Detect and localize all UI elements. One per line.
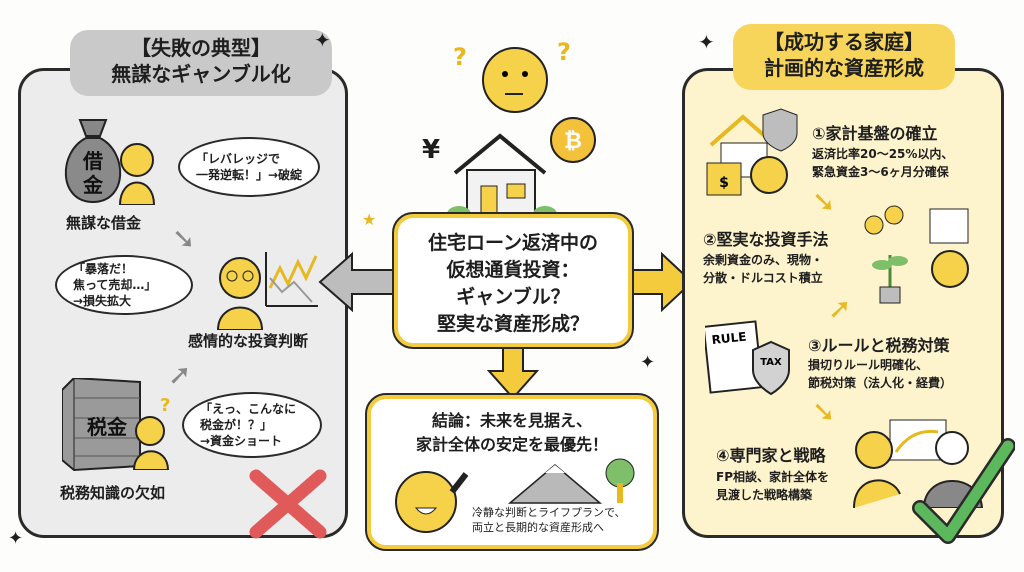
speech-bubble-tax: 「えっ、こんなに税金が！？」→資金ショート <box>182 392 322 458</box>
mountain-tree-icon <box>507 458 635 504</box>
label-reckless-debt: 無謀な借金 <box>66 214 142 232</box>
sparkle-icon: ✦ <box>314 28 331 52</box>
house-shield-icon: $ <box>706 108 798 196</box>
step-4-desc: FP相談、家計全体を見渡した戦略構築 <box>716 470 829 502</box>
step-1-title: ①家計基盤の確立 <box>812 124 938 143</box>
speech-bubble-leverage: 「レバレッジで一発逆転！」→破綻 <box>178 137 320 197</box>
arrow-down-right-icon: ➘ <box>172 222 196 255</box>
label-lack-tax-knowledge: 税務知識の欠如 <box>60 484 166 502</box>
green-check-icon <box>912 438 1015 544</box>
svg-text:借: 借 <box>82 149 103 173</box>
arrow-left-gray <box>318 251 399 313</box>
svg-text:?: ? <box>557 38 571 66</box>
step-3-title: ③ルールと税務対策 <box>808 336 950 355</box>
step-1-desc: 返済比率20〜25%以内、緊急資金3〜6ヶ月分確保 <box>812 147 954 179</box>
panicked-person-icon <box>216 257 264 330</box>
svg-text:$: $ <box>719 175 729 191</box>
svg-text:₿: ₿ <box>564 129 582 154</box>
arrow-step-1-2-icon: ➘ <box>812 185 836 218</box>
sparkle-icon: ✦ <box>640 352 656 373</box>
arrow-down-yellow <box>487 346 539 400</box>
confused-person-icon: ? <box>132 395 170 470</box>
svg-text:?: ? <box>453 43 467 71</box>
yen-icon: ¥ <box>422 135 441 165</box>
svg-text:TAX: TAX <box>760 357 782 368</box>
svg-text:金: 金 <box>82 173 104 197</box>
happy-pointing-person-icon <box>395 471 468 533</box>
arrow-down-left-icon: ➚ <box>168 358 192 391</box>
sparkle-icon: ✦ <box>698 30 715 54</box>
label-emotional-decision: 感情的な投資判断 <box>188 332 309 350</box>
coins-plant-calendar-icon <box>864 205 969 304</box>
star-icon: ★ <box>362 210 377 229</box>
svg-text:税金: 税金 <box>87 415 128 439</box>
house-icon <box>447 133 557 222</box>
central-question-box: 住宅ローン返済中の仮想通貨投資：ギャンブル？堅実な資産形成？ <box>392 212 634 349</box>
step-2-title: ②堅実な投資手法 <box>703 230 829 249</box>
volatile-chart-icon <box>265 252 318 307</box>
svg-text:RULE: RULE <box>711 330 747 348</box>
speech-bubble-crash: 「暴落だ！焦って売却…」→損失拡大 <box>55 255 193 315</box>
rule-tax-icon: RULE TAX <box>705 320 790 396</box>
step-2-desc: 余剰資金のみ、現物・分散・ドルコスト積立 <box>703 253 824 285</box>
red-cross-icon <box>249 469 327 539</box>
arrow-step-2-3-icon: ➚ <box>828 292 852 325</box>
thinking-face-icon: ?? <box>453 38 571 113</box>
worried-person-icon <box>118 143 156 205</box>
step-4-title: ④専門家と戦略 <box>716 446 826 465</box>
conclusion-note: 冷静な判断とライフプランで、両立と長期的な資産形成へ <box>472 506 626 534</box>
failure-title: 【失敗の典型】 無謀なギャンブル化 <box>70 30 332 96</box>
success-title: 【成功する家庭】 計画的な資産形成 <box>733 24 955 90</box>
money-bag-icon: 借 金 <box>64 119 122 204</box>
svg-text:?: ? <box>160 395 170 416</box>
step-3-desc: 損切りルール明確化、節税対策（法人化・経費） <box>808 358 953 390</box>
sparkle-icon: ✦ <box>8 528 24 549</box>
bitcoin-icon: ₿ <box>550 117 596 163</box>
arrow-step-3-4-icon: ➘ <box>812 395 836 428</box>
handshake-advisor-icon <box>853 419 984 508</box>
